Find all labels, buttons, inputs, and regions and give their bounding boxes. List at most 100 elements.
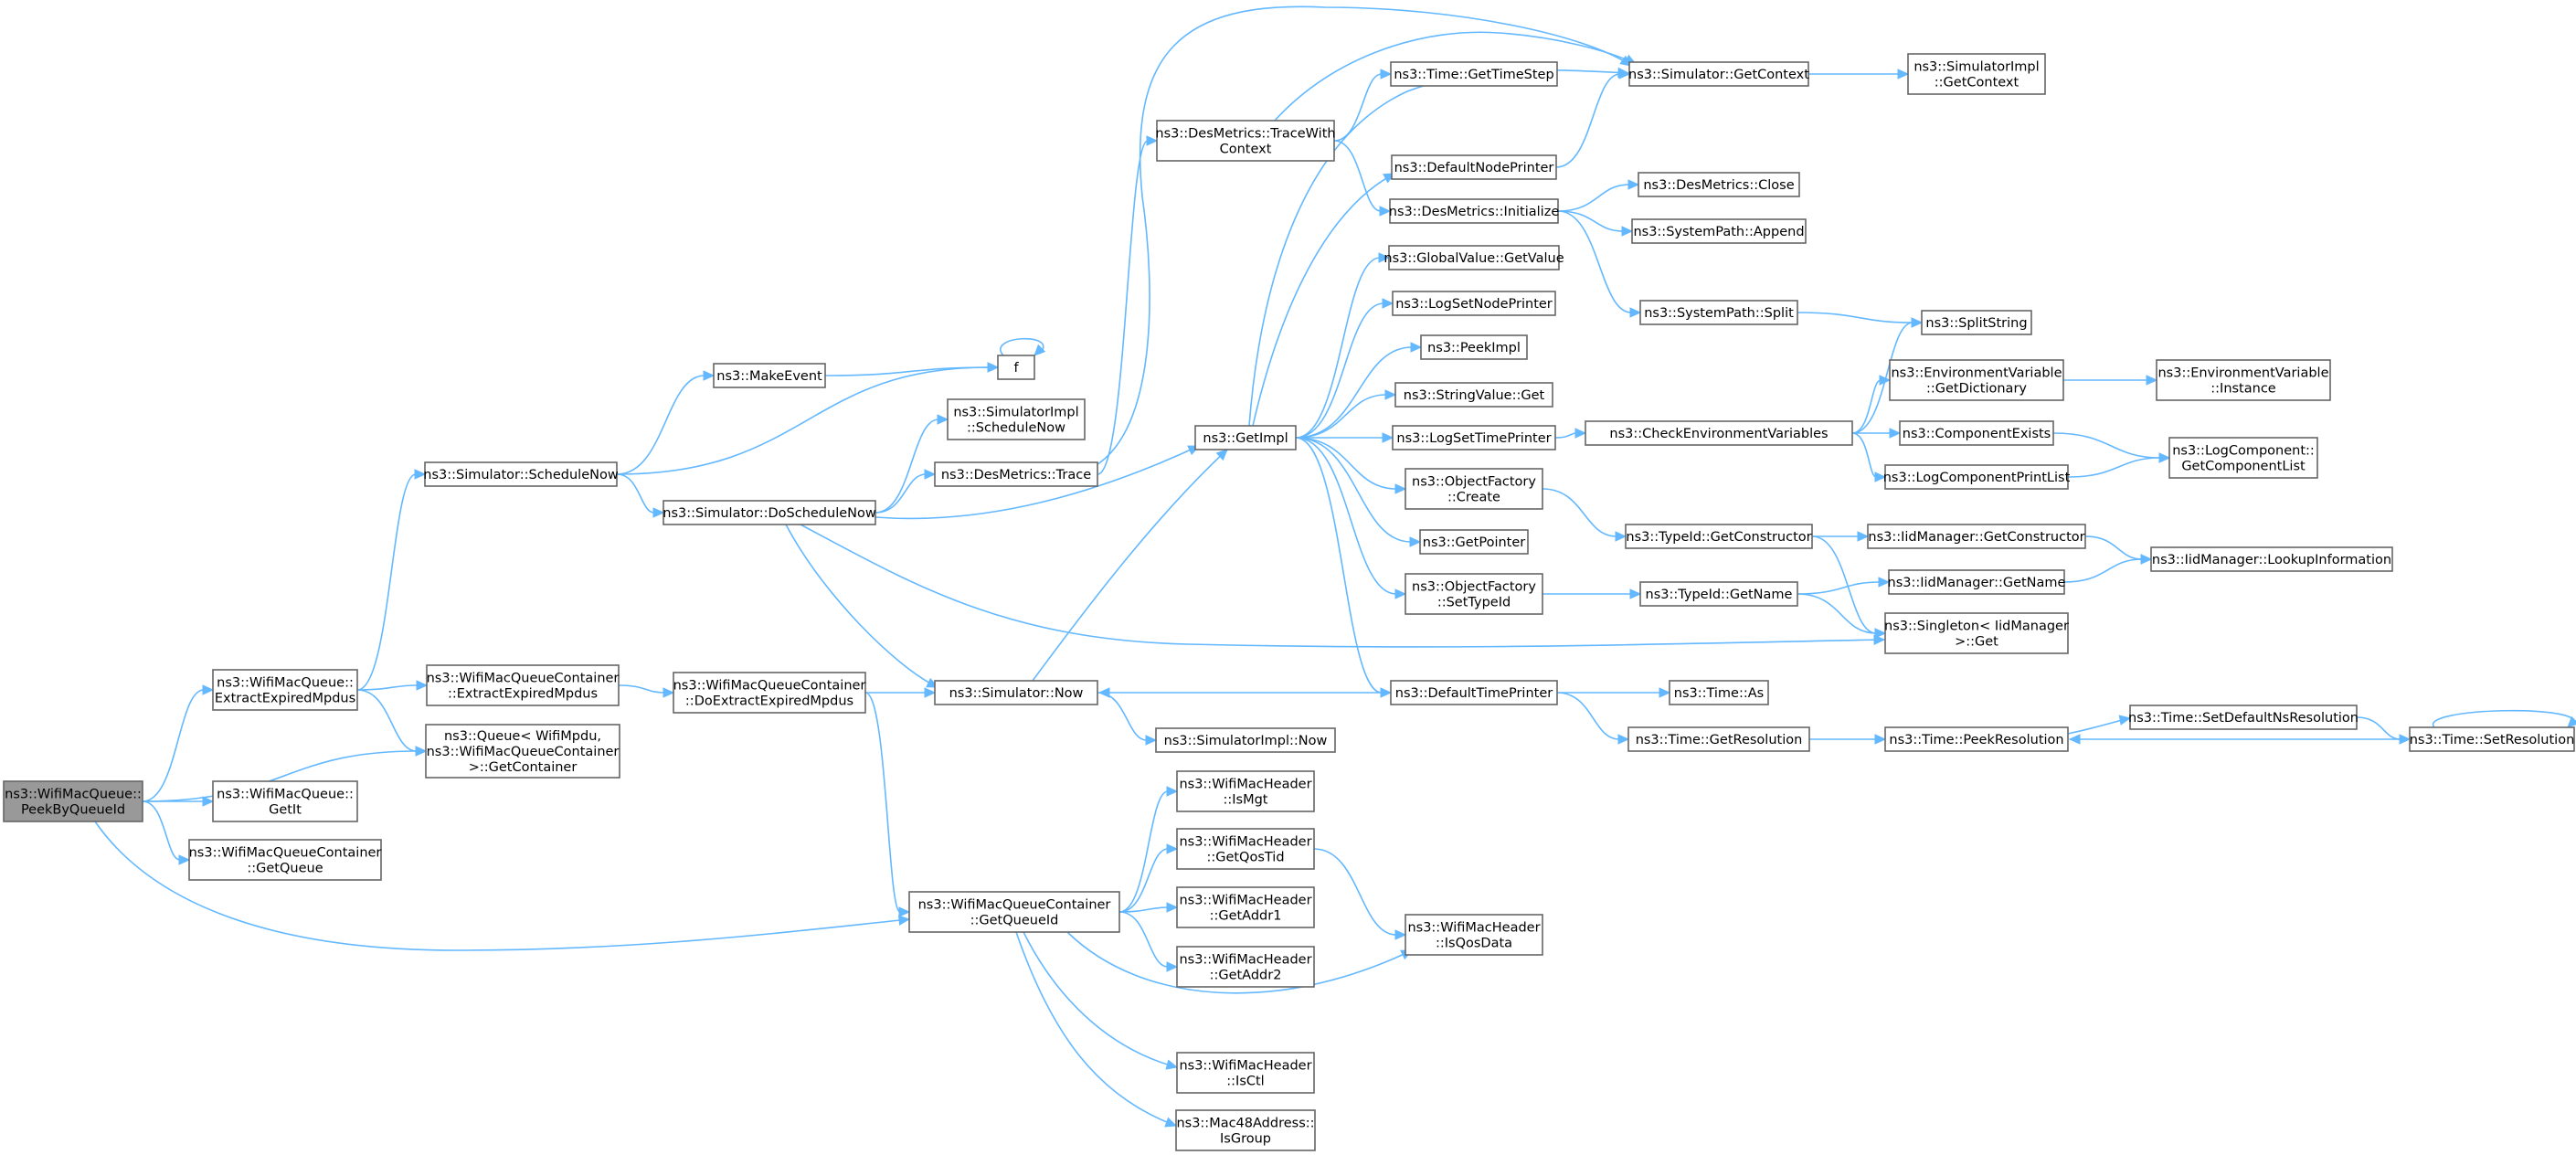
node-spSplit[interactable]: ns3::SystemPath::Split [1639, 300, 1798, 325]
edge-iidGetName-to-iidLookup [2063, 554, 2153, 583]
node-timeAs[interactable]: ns3::Time::As [1669, 680, 1769, 705]
node-isMgt[interactable]: ns3::WifiMacHeader::IsMgt [1176, 770, 1315, 812]
node-containerGetQueue[interactable]: ns3::WifiMacQueueContainer::GetQueue [188, 839, 382, 881]
node-logSetNodePrinter[interactable]: ns3::LogSetNodePrinter [1392, 291, 1556, 316]
node-logSetTimePrinter[interactable]: ns3::LogSetTimePrinter [1392, 425, 1556, 450]
node-getAddr1[interactable]: ns3::WifiMacHeader::GetAddr1 [1176, 886, 1315, 928]
node-label: ns3::SplitString [1925, 316, 2027, 331]
node-ofCreate[interactable]: ns3::ObjectFactory::Create [1405, 468, 1543, 510]
edge-arrowhead [1627, 179, 1640, 190]
node-label: ExtractExpiredMpdus [215, 692, 355, 706]
node-componentExists[interactable]: ns3::ComponentExists [1899, 420, 2054, 446]
node-simNow[interactable]: ns3::Simulator::Now [934, 680, 1098, 705]
node-box [1405, 573, 1543, 615]
node-scheduleNow[interactable]: ns3::Simulator::ScheduleNow [423, 461, 619, 487]
node-getQosTid[interactable]: ns3::WifiMacHeader::GetQosTid [1176, 828, 1315, 870]
node-getAddr2[interactable]: ns3::WifiMacHeader::GetAddr2 [1176, 946, 1315, 988]
node-box [663, 500, 876, 525]
node-label: ::SetTypeId [1437, 596, 1511, 610]
node-peekImpl[interactable]: ns3::PeekImpl [1420, 334, 1528, 360]
edge-arrowhead [1409, 536, 1422, 547]
node-implScheduleNow[interactable]: ns3::SimulatorImpl::ScheduleNow [947, 398, 1086, 440]
node-stringValueGet[interactable]: ns3::StringValue::Get [1394, 382, 1553, 408]
edge-desTrace-to-traceWithContext [1097, 135, 1159, 475]
node-splitString[interactable]: ns3::SplitString [1921, 310, 2032, 335]
node-getImpl[interactable]: ns3::GetImpl [1194, 425, 1297, 450]
node-desInit[interactable]: ns3::DesMetrics::Initialize [1389, 198, 1560, 224]
node-peek[interactable]: ns3::WifiMacQueue::PeekByQueueId [3, 780, 143, 822]
node-iidGetConstructor[interactable]: ns3::IidManager::GetConstructor [1867, 524, 2086, 549]
node-label: ::GetQosTid [1206, 851, 1284, 865]
node-logGetComponentList[interactable]: ns3::LogComponent::GetComponentList [2168, 437, 2318, 479]
node-envInstance[interactable]: ns3::EnvironmentVariable::Instance [2156, 359, 2331, 401]
node-label: ns3::SimulatorImpl [953, 406, 1078, 420]
node-implNow[interactable]: ns3::SimulatorImpl::Now [1155, 727, 1336, 753]
node-f[interactable]: f [997, 355, 1035, 380]
node-doExtract[interactable]: ns3::WifiMacQueueContainer::DoExtractExp… [673, 672, 866, 714]
node-box [1889, 359, 2064, 401]
edge-arrowhead [202, 796, 215, 807]
node-ofSetTypeId[interactable]: ns3::ObjectFactory::SetTypeId [1405, 573, 1543, 615]
node-label: ::DoExtractExpiredMpdus [685, 694, 853, 709]
node-defaultNodePrinter[interactable]: ns3::DefaultNodePrinter [1391, 154, 1557, 180]
node-makeEvent[interactable]: ns3::MakeEvent [713, 363, 826, 388]
node-gvGetValue[interactable]: ns3::GlobalValue::GetValue [1383, 245, 1564, 270]
node-peekResolution[interactable]: ns3::Time::PeekResolution [1884, 726, 2069, 752]
node-label: >::GetContainer [469, 760, 578, 775]
node-label: ns3::ComponentExists [1903, 427, 2051, 441]
edge-getImpl-to-defaultTimePrinter [1295, 437, 1393, 698]
node-label: ns3::WifiMacHeader [1179, 835, 1311, 850]
node-isQosData[interactable]: ns3::WifiMacHeader::IsQosData [1405, 914, 1543, 956]
edge-line [356, 473, 417, 691]
node-containerExtract[interactable]: ns3::WifiMacQueueContainer::ExtractExpir… [426, 664, 620, 706]
node-box [947, 398, 1086, 440]
node-label: IsGroup [1220, 1132, 1271, 1147]
node-setResolution[interactable]: ns3::Time::SetResolution [2409, 726, 2575, 752]
node-getPointer[interactable]: ns3::GetPointer [1419, 529, 1529, 555]
node-desTrace[interactable]: ns3::DesMetrics::Trace [934, 461, 1098, 487]
edge-line [1295, 437, 1383, 694]
node-typeGetName[interactable]: ns3::TypeId::GetName [1639, 581, 1798, 607]
node-typeGetConstructor[interactable]: ns3::TypeId::GetConstructor [1625, 524, 1813, 549]
node-implGetContext[interactable]: ns3::SimulatorImpl::GetContext [1907, 53, 2046, 95]
node-box [426, 664, 620, 706]
edge-arrowhead [2118, 715, 2132, 726]
node-label: ns3::CheckEnvironmentVariables [1609, 427, 1828, 441]
node-logComponentPrintList[interactable]: ns3::LogComponentPrintList [1883, 464, 2071, 490]
edge-arrowhead [415, 746, 428, 757]
node-envGetDict[interactable]: ns3::EnvironmentVariable::GetDictionary [1889, 359, 2064, 401]
node-iidLookup[interactable]: ns3::IidManager::LookupInformation [2150, 546, 2393, 572]
node-desClose[interactable]: ns3::DesMetrics::Close [1638, 172, 1800, 197]
node-setDefaultNsResolution[interactable]: ns3::Time::SetDefaultNsResolution [2128, 705, 2359, 730]
node-extractExpired[interactable]: ns3::WifiMacQueue::ExtractExpiredMpdus [212, 669, 358, 711]
node-timeGetResolution[interactable]: ns3::Time::GetResolution [1627, 726, 1810, 752]
node-doScheduleNow[interactable]: ns3::Simulator::DoScheduleNow [663, 500, 876, 525]
node-label: ns3::LogSetNodePrinter [1395, 297, 1553, 312]
edge-arrowhead [2567, 715, 2576, 728]
node-label: ns3::WifiMacHeader [1179, 894, 1311, 908]
node-isCtl[interactable]: ns3::WifiMacHeader::IsCtl [1176, 1052, 1315, 1094]
node-spAppend[interactable]: ns3::SystemPath::Append [1631, 218, 1807, 244]
node-getIt[interactable]: ns3::WifiMacQueue::GetIt [212, 780, 358, 822]
node-label: ns3::WifiMacQueue:: [217, 788, 354, 802]
node-defaultTimePrinter[interactable]: ns3::DefaultTimePrinter [1390, 680, 1558, 705]
node-label: ns3::SimulatorImpl::Now [1164, 734, 1328, 748]
node-checkEnv[interactable]: ns3::CheckEnvironmentVariables [1585, 420, 1853, 446]
node-singletonGet[interactable]: ns3::Singleton< IidManager>::Get [1884, 612, 2069, 654]
node-label: ns3::SystemPath::Append [1633, 225, 1804, 239]
edge-getImpl-to-logSetTimePrinter [1295, 432, 1394, 443]
edge-simNow-to-getImpl [1032, 449, 1228, 682]
node-simGetContext[interactable]: ns3::Simulator::GetContext [1628, 61, 1809, 87]
node-getQueueId[interactable]: ns3::WifiMacQueueContainer::GetQueueId [908, 891, 1120, 933]
node-getTimeStep[interactable]: ns3::Time::GetTimeStep [1390, 61, 1558, 87]
node-label: ns3::WifiMacQueueContainer [427, 745, 620, 759]
edge-simNow-to-implNow [1097, 692, 1158, 746]
node-isGroup[interactable]: ns3::Mac48Address::IsGroup [1175, 1109, 1316, 1151]
node-iidGetName[interactable]: ns3::IidManager::GetName [1888, 569, 2066, 595]
node-queueGetContainer[interactable]: ns3::Queue< WifiMpdu,ns3::WifiMacQueueCo… [425, 724, 620, 779]
node-box [1176, 770, 1315, 812]
node-label: ns3::Time::GetTimeStep [1394, 68, 1553, 82]
edge-traceWithContext-to-getTimeStep [1333, 69, 1393, 142]
node-label: ns3::DefaultTimePrinter [1395, 686, 1553, 701]
